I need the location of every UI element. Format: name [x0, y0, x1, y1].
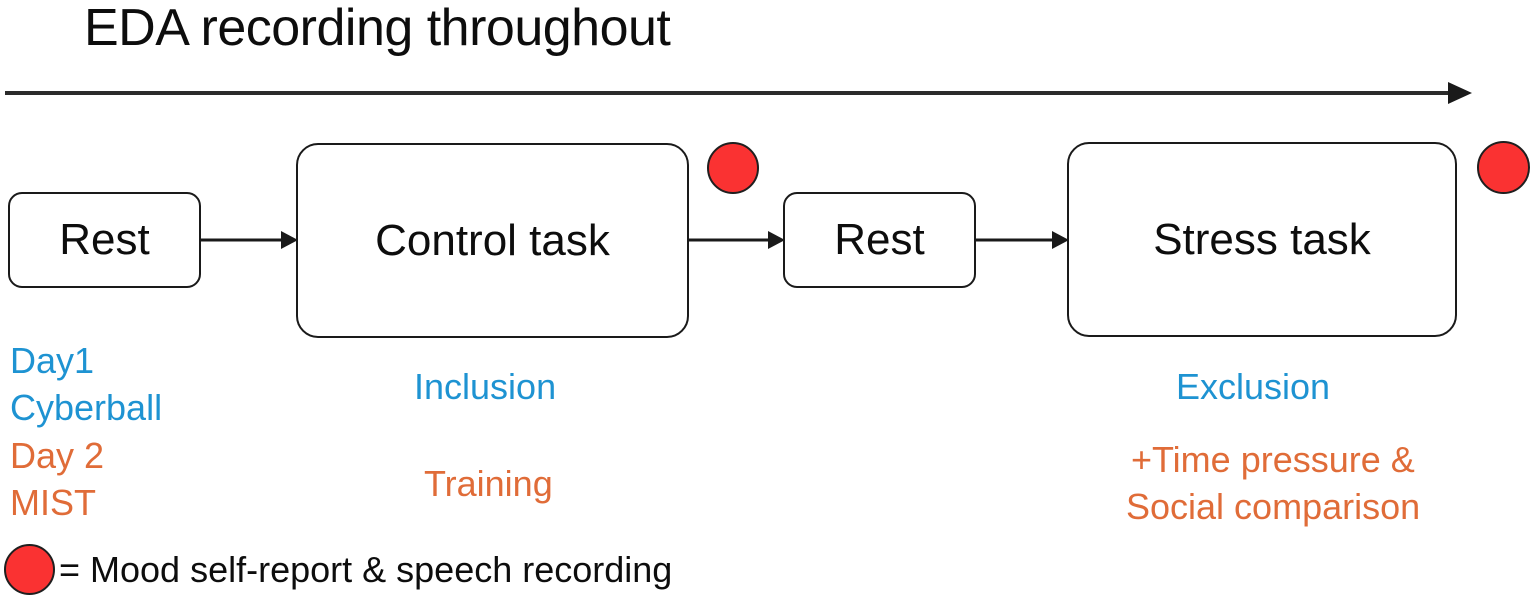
annotation-day1-label: Day1	[10, 340, 95, 381]
legend: = Mood self-report & speech recording	[4, 544, 672, 595]
annotation-day2-label: Day 2	[10, 435, 105, 476]
stage-label-rest-2: Rest	[834, 215, 925, 264]
stage-label-control-task: Control task	[375, 215, 610, 265]
figure-title: EDA recording throughout	[84, 0, 671, 57]
annotation-control-day1-condition: Inclusion	[414, 366, 557, 407]
connector-arrow-control-to-rest2	[687, 231, 785, 249]
annotation-day1-task: Cyberball	[10, 387, 163, 428]
annotation-stress-day2-condition-line1: +Time pressure &	[1131, 439, 1415, 480]
stage-box-rest-1[interactable]: Rest	[8, 192, 201, 288]
annotation-stress-day2-condition-line2: Social comparison	[1126, 486, 1421, 527]
stage-label-rest-1: Rest	[59, 215, 150, 264]
annotation-stress-day1-condition: Exclusion	[1176, 366, 1331, 407]
legend-text: = Mood self-report & speech recording	[59, 548, 673, 590]
annotation-day2-task: MIST	[10, 482, 96, 523]
stage-label-stress-task: Stress task	[1153, 214, 1371, 264]
mood-speech-marker-icon-after-stress	[1477, 141, 1530, 194]
legend-marker-icon	[4, 544, 55, 595]
timeline-arrow	[5, 82, 1472, 104]
connector-arrow-rest1-to-control	[199, 231, 298, 249]
stage-box-control-task[interactable]: Control task	[296, 143, 689, 338]
stage-box-rest-2[interactable]: Rest	[783, 192, 976, 288]
mood-speech-marker-icon-after-control	[707, 142, 759, 194]
stage-box-stress-task[interactable]: Stress task	[1067, 142, 1457, 337]
annotation-control-day2-condition: Training	[424, 463, 553, 504]
connector-arrow-rest2-to-stress	[974, 231, 1069, 249]
